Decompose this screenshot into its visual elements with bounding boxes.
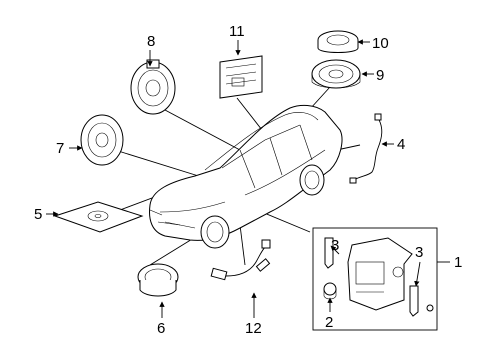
callout-5: 5 (34, 206, 42, 223)
callout-10: 10 (372, 35, 389, 52)
part-7-speaker (80, 114, 124, 166)
part-8-speaker (130, 59, 176, 115)
part-11-module (219, 55, 263, 99)
part-12-harness (210, 239, 271, 281)
callout-1: 1 (454, 254, 462, 271)
part-1-box (312, 227, 438, 331)
callout-3-left: 3 (331, 237, 339, 254)
part-10-speaker-cap (317, 30, 359, 53)
callout-8: 8 (147, 33, 155, 50)
part-5-manual-cd (53, 201, 144, 233)
callout-2: 2 (325, 314, 333, 331)
callout-7: 7 (56, 140, 64, 157)
callout-4: 4 (397, 136, 405, 153)
callout-12: 12 (245, 320, 262, 337)
callout-9: 9 (376, 67, 384, 84)
part-4-cable (349, 113, 383, 184)
callout-arrows (46, 39, 450, 318)
callout-6: 6 (157, 320, 165, 337)
callout-11: 11 (229, 23, 245, 40)
part-1-head-unit-group (312, 227, 438, 331)
callout-labels: 8 11 10 9 7 4 5 6 12 3 2 3 1 (34, 23, 462, 337)
part-6-speaker (137, 263, 179, 297)
callout-3-right: 3 (415, 244, 423, 261)
car-body (149, 104, 343, 249)
part-9-woofer (311, 59, 361, 89)
